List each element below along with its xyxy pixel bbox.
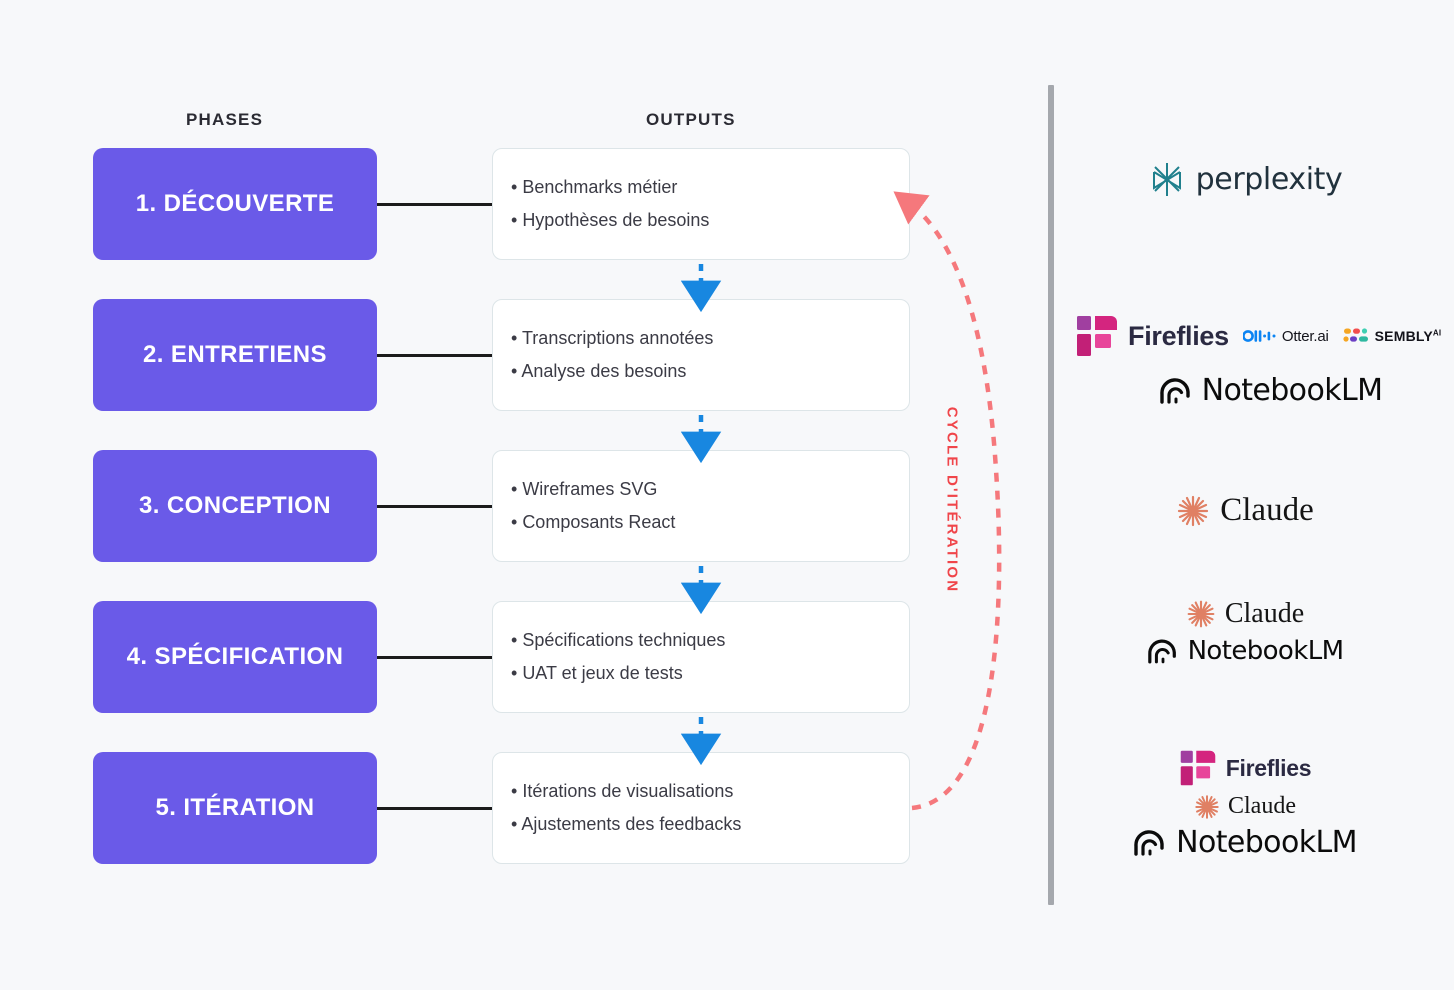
claude-icon: [1195, 794, 1219, 819]
fireflies-icon: [1180, 750, 1216, 786]
output-bullet: Transcriptions annotées: [511, 328, 909, 349]
phase-label-5: 5. ITÉRATION: [155, 794, 315, 821]
tool-label: SEMBLYAI: [1374, 328, 1442, 344]
sembly-icon: [1343, 328, 1368, 342]
tool-group-spec: Claude NotebookLM: [1075, 598, 1415, 666]
tool-group-transcription: Fireflies Otter.ai: [1075, 313, 1441, 408]
otter-icon: [1242, 330, 1276, 342]
output-bullet: Benchmarks métier: [511, 177, 909, 198]
tool-row[interactable]: perplexity: [1075, 158, 1415, 200]
tool-row[interactable]: Claude: [1075, 492, 1415, 529]
tool-label: Claude: [1224, 598, 1305, 629]
phases-column-header: PHASES: [186, 110, 264, 129]
tool-row[interactable]: NotebookLM: [1075, 636, 1415, 666]
phase-box-5[interactable]: 5. ITÉRATION: [93, 752, 377, 864]
output-box-4[interactable]: Spécifications techniques UAT et jeux de…: [492, 601, 910, 713]
sembly-superscript: AI: [1432, 328, 1442, 338]
tool-row[interactable]: Claude: [1075, 598, 1415, 630]
perplexity-icon: [1152, 163, 1181, 196]
connector-line-2: [377, 354, 494, 357]
output-box-1[interactable]: Benchmarks métier Hypothèses de besoins: [492, 148, 910, 260]
tool-label: Fireflies: [1225, 754, 1312, 781]
phase-box-2[interactable]: 2. ENTRETIENS: [93, 299, 377, 411]
tool-label: Otter.ai: [1281, 327, 1329, 345]
phase-label-1: 1. DÉCOUVERTE: [135, 190, 335, 217]
cycle-label: CYCLE D'ITÉRATION: [943, 406, 961, 594]
notebooklm-icon: [1159, 377, 1190, 404]
phase-box-4[interactable]: 4. SPÉCIFICATION: [93, 601, 377, 713]
output-bullet: Composants React: [511, 512, 909, 533]
tool-label: Claude: [1228, 793, 1296, 819]
output-bullet: Wireframes SVG: [511, 479, 909, 500]
phase-label-2: 2. ENTRETIENS: [143, 341, 327, 368]
tool-group-iteration: Fireflies Claude: [1075, 748, 1415, 860]
fireflies-icon: [1077, 316, 1117, 356]
vertical-divider: [1048, 85, 1054, 905]
tool-label: Claude: [1220, 492, 1314, 528]
output-bullet: Hypothèses de besoins: [511, 210, 909, 231]
tool-label: Fireflies: [1128, 320, 1229, 351]
claude-icon: [1187, 600, 1215, 628]
notebooklm-icon: [1147, 639, 1176, 663]
output-bullet: Analyse des besoins: [511, 361, 909, 382]
tool-label: perplexity: [1195, 161, 1343, 197]
output-box-3[interactable]: Wireframes SVG Composants React: [492, 450, 910, 562]
tool-label: NotebookLM: [1201, 373, 1383, 408]
tool-row[interactable]: NotebookLM: [1075, 825, 1415, 860]
tool-group-perplexity: perplexity: [1075, 158, 1415, 200]
tool-row[interactable]: NotebookLM: [1075, 373, 1430, 408]
connector-line-1: [377, 203, 494, 206]
connector-line-5: [377, 807, 494, 810]
tool-item-fireflies[interactable]: Fireflies: [1075, 313, 1229, 359]
tool-label: NotebookLM: [1187, 636, 1344, 666]
connector-line-3: [377, 505, 494, 508]
outputs-column-header: OUTPUTS: [646, 110, 736, 129]
output-bullet: Itérations de visualisations: [511, 781, 909, 802]
tool-row[interactable]: Fireflies: [1075, 748, 1415, 788]
tool-label: NotebookLM: [1176, 825, 1357, 860]
tool-row[interactable]: Claude: [1075, 793, 1415, 820]
output-bullet: Spécifications techniques: [511, 630, 909, 651]
phase-box-1[interactable]: 1. DÉCOUVERTE: [93, 148, 377, 260]
tool-row[interactable]: Fireflies Otter.ai: [1075, 313, 1441, 359]
tool-item-otter[interactable]: Otter.ai: [1242, 327, 1329, 345]
output-box-2[interactable]: Transcriptions annotées Analyse des beso…: [492, 299, 910, 411]
tool-group-claude: Claude: [1075, 492, 1415, 529]
phase-label-3: 3. CONCEPTION: [139, 492, 331, 519]
claude-icon: [1178, 495, 1209, 526]
phase-label-4: 4. SPÉCIFICATION: [126, 643, 344, 670]
output-bullet: Ajustements des feedbacks: [511, 814, 909, 835]
connector-line-4: [377, 656, 494, 659]
notebooklm-icon: [1134, 829, 1164, 856]
phase-box-3[interactable]: 3. CONCEPTION: [93, 450, 377, 562]
tool-item-sembly[interactable]: SEMBLYAI: [1343, 327, 1442, 345]
output-box-5[interactable]: Itérations de visualisations Ajustements…: [492, 752, 910, 864]
output-bullet: UAT et jeux de tests: [511, 663, 909, 684]
